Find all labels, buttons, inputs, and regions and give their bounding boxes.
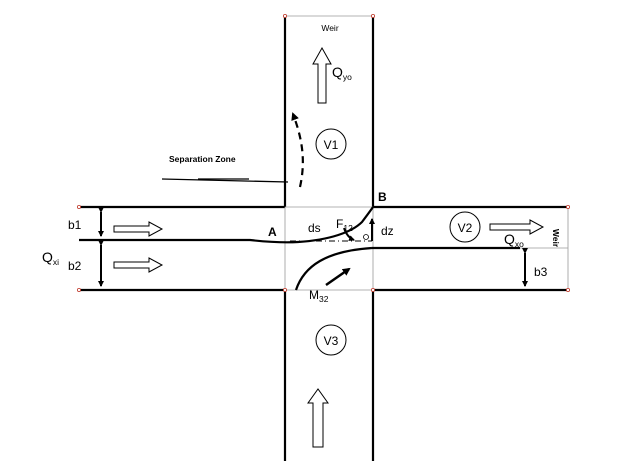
channel-walls: [79, 16, 568, 461]
separation-zone-pointer: [161, 178, 289, 183]
v3-circle: [315, 324, 347, 356]
separation-zone-boundary: [291, 112, 304, 188]
control-volume-circles: [315, 128, 481, 356]
f12-label: F12: [336, 217, 353, 233]
ds-label: ds: [308, 221, 321, 235]
v1-label: V1: [324, 138, 339, 152]
m32-label: M32: [309, 288, 329, 304]
q-xo-label: Qxo: [504, 231, 524, 249]
m32-momentum-arrow: [325, 267, 351, 287]
dividing-streamline-upper: [79, 206, 374, 244]
dimension-arrows: [98, 207, 528, 287]
point-a-label: A: [268, 225, 277, 239]
b3-label: b3: [534, 265, 548, 279]
point-b-label: B: [378, 190, 387, 204]
flow-arrow-up-top: [312, 46, 332, 104]
v2-circle: [449, 211, 481, 243]
separation-zone-label: Separation Zone: [169, 154, 236, 164]
weir-right-label: Weir: [551, 229, 561, 248]
dividing-streamline-lower: [294, 246, 373, 291]
q-xi-label: Qxi: [42, 249, 59, 267]
b1-label: b1: [68, 218, 82, 232]
b2-label: b2: [68, 259, 82, 273]
f12-force-arrow: [343, 227, 355, 241]
v3-label: V3: [324, 334, 339, 348]
weir-top-label: Weir: [321, 23, 338, 33]
flow-arrow-right-lower: [113, 257, 164, 273]
flow-arrow-right-upper: [113, 221, 164, 237]
flow-arrow-up-bottom: [307, 388, 329, 448]
corner-nodes: [77, 13, 571, 292]
pivot-small-circle: [363, 234, 369, 240]
q-yo-label: Qyo: [332, 64, 352, 82]
dz-label: dz: [381, 224, 394, 238]
flow-arrows: [113, 46, 545, 448]
v1-circle: [315, 128, 347, 160]
flow-arrow-right-outlet: [489, 219, 545, 235]
v2-label: V2: [458, 221, 473, 235]
